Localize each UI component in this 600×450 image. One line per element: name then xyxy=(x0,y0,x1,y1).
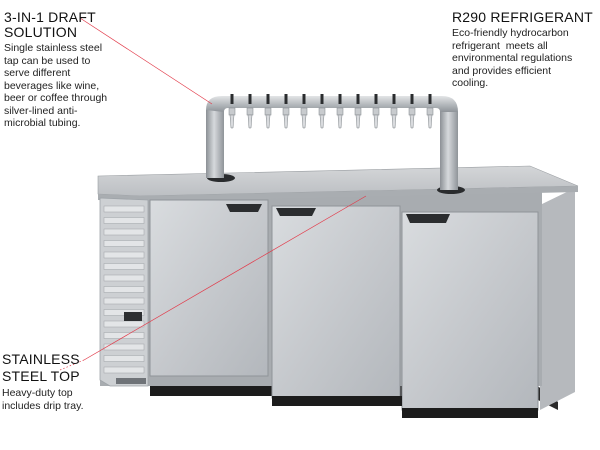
callout-body-line: includes drip tray. xyxy=(2,399,84,412)
tap-handle-icon xyxy=(390,94,398,129)
door-right xyxy=(401,211,539,411)
leader-draft xyxy=(79,17,213,105)
louver-slat xyxy=(103,320,145,328)
callout-draft-solution: 3-IN-1 DRAFT SOLUTION Single stainless s… xyxy=(4,10,154,130)
tap-handle-icon xyxy=(354,94,362,129)
tap-handle-icon xyxy=(426,94,434,129)
tap-handle-icon xyxy=(282,94,290,129)
tap-handle-icon xyxy=(318,94,326,129)
callout-body-line: environmental regulations xyxy=(452,52,573,64)
callout-steel-top: STAINLESS STEEL TOP Heavy-duty top inclu… xyxy=(2,351,112,412)
louver-slat xyxy=(103,251,145,259)
tap-handle-icon xyxy=(336,94,344,129)
door-center xyxy=(271,205,401,399)
door-left xyxy=(149,199,269,377)
louver-slat xyxy=(103,297,145,305)
callout-body: Heavy-duty top includes drip tray. xyxy=(2,387,112,412)
leader-lines xyxy=(59,17,367,371)
leader-steel-top xyxy=(83,195,367,361)
tap-handle-icon xyxy=(408,94,416,129)
louver-slat xyxy=(103,217,145,224)
callout-title: R290 REFRIGERANT xyxy=(452,9,593,25)
draft-tower xyxy=(206,94,465,194)
callout-refrigerant: R290 REFRIGERANT Eco-friendly hydrocarbo… xyxy=(452,10,600,90)
base-right-kick xyxy=(402,408,538,418)
callout-title-line: 3-IN-1 DRAFT xyxy=(4,9,96,25)
callout-body-line: silver-lined anti- xyxy=(4,104,78,117)
callout-body-line: microbial tubing. xyxy=(4,117,81,129)
louver-slat xyxy=(103,355,145,362)
tap-handle-icon xyxy=(300,94,308,129)
louver-slat xyxy=(103,332,145,339)
door-handle-icon xyxy=(406,214,450,223)
callout-body-line: Single stainless steel xyxy=(4,42,103,54)
base-center-kick xyxy=(272,396,402,406)
callout-body-line: refrigerant meets all xyxy=(452,39,548,52)
louver-slat xyxy=(103,286,145,293)
callout-title-line: STAINLESS xyxy=(2,351,80,367)
callout-title: 3-IN-1 DRAFT SOLUTION xyxy=(4,10,114,40)
tap-handle-icon xyxy=(228,94,236,129)
callout-title: STAINLESS STEEL TOP xyxy=(2,351,112,385)
left-louver-panel xyxy=(99,197,149,387)
callout-body: Eco-friendly hydrocarbon refrigerant mee… xyxy=(452,27,600,90)
door-handle-icon xyxy=(276,208,316,216)
louver-slat xyxy=(103,205,145,213)
cabinet-right-side xyxy=(540,188,575,410)
callout-body-line: beverages like wine, xyxy=(4,79,100,92)
louver-slat xyxy=(103,240,145,247)
louver-slat xyxy=(103,366,145,374)
callout-title-line: SOLUTION xyxy=(4,24,78,40)
louver-slat xyxy=(103,263,145,270)
callout-body-line: cooling. xyxy=(452,77,489,89)
callout-body-line: tap can be used to xyxy=(4,54,91,67)
callout-body-line: Heavy-duty top xyxy=(2,387,73,399)
tap-handle-icon xyxy=(372,94,380,129)
callout-body-line: Eco-friendly hydrocarbon xyxy=(452,27,569,39)
louver-slat xyxy=(103,274,145,282)
callout-body: Single stainless steel tap can be used t… xyxy=(4,42,154,130)
callout-title-line: STEEL TOP xyxy=(2,368,80,384)
control-panel-icon xyxy=(124,312,142,321)
callout-body-line: beer or coffee through xyxy=(4,92,108,104)
vent-grille xyxy=(116,378,146,384)
tap-handle-icon xyxy=(264,94,272,129)
callout-body-line: serve different xyxy=(4,67,71,79)
door-handle-icon xyxy=(226,204,262,212)
louver-slat xyxy=(103,228,145,236)
louver-slat xyxy=(103,343,145,351)
leader-steel-top-dots xyxy=(59,359,85,371)
tap-handle-icon xyxy=(246,94,254,129)
callout-body-line: and provides efficient xyxy=(452,64,552,77)
